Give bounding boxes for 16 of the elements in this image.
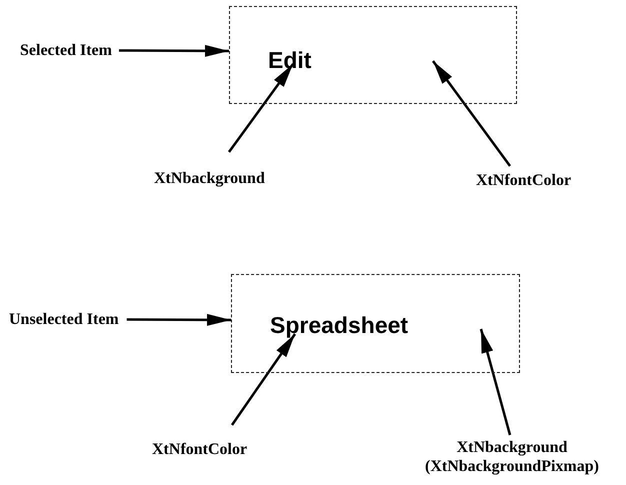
resource-label: Selected Item: [20, 41, 112, 60]
resource-label: XtNfontColor: [152, 440, 248, 459]
menu-item-label: Spreadsheet: [270, 312, 408, 338]
resource-label: Unselected Item: [9, 310, 119, 329]
menu-item-box: [231, 274, 520, 373]
resource-label: XtNbackground (XtNbackgroundPixmap): [398, 438, 626, 476]
menu-item-box: [229, 6, 517, 104]
arrow: [118, 44, 229, 57]
resource-label: XtNbackground: [154, 169, 265, 188]
arrow: [228, 63, 294, 153]
arrow: [230, 333, 296, 426]
arrow: [480, 328, 512, 436]
arrow: [126, 314, 231, 326]
resource-label: XtNfontColor: [476, 171, 572, 190]
menu-item-label: Edit: [268, 47, 312, 73]
arrow: [432, 60, 511, 167]
